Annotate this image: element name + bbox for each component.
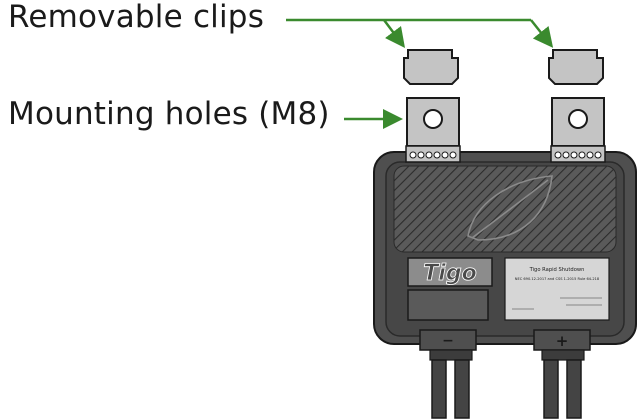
tigo-logo: Tigo <box>423 261 476 286</box>
certification-label: Tigo Rapid Shutdown NEC 690.12-2017 and … <box>504 257 610 321</box>
mounting-tab-left <box>406 97 460 147</box>
label-title: Tigo Rapid Shutdown <box>529 267 585 273</box>
logo-plate: Tigo <box>407 257 493 287</box>
mounting-holes-label: Mounting holes (M8) <box>8 96 330 132</box>
leaf-icon <box>467 175 553 241</box>
gland-minus <box>429 349 473 361</box>
mounting-hole-right <box>568 109 588 129</box>
gland-plus <box>541 349 585 361</box>
clip-right-arrow <box>530 19 554 48</box>
removable-clips-arrows <box>286 18 554 48</box>
clip-left-arrow <box>383 19 405 48</box>
clip-left <box>403 49 459 85</box>
terminal-plus: + <box>533 329 591 351</box>
mounting-hole-left <box>423 109 443 129</box>
blank-placard <box>407 289 489 321</box>
tab-base-left <box>405 145 461 163</box>
plus-symbol: + <box>556 332 569 350</box>
mounting-tab-right <box>551 97 605 147</box>
cables-minus <box>431 359 470 419</box>
label-standard: NEC 690.12-2017 and CSS 1-2015 Rule 64-2… <box>515 277 600 281</box>
terminal-minus: − <box>419 329 477 351</box>
hatched-panel <box>393 165 617 253</box>
cables-plus <box>543 359 582 419</box>
clip-right <box>548 49 604 85</box>
removable-clips-label: Removable clips <box>8 0 265 35</box>
minus-symbol: − <box>442 333 454 349</box>
tab-base-right <box>550 145 606 163</box>
